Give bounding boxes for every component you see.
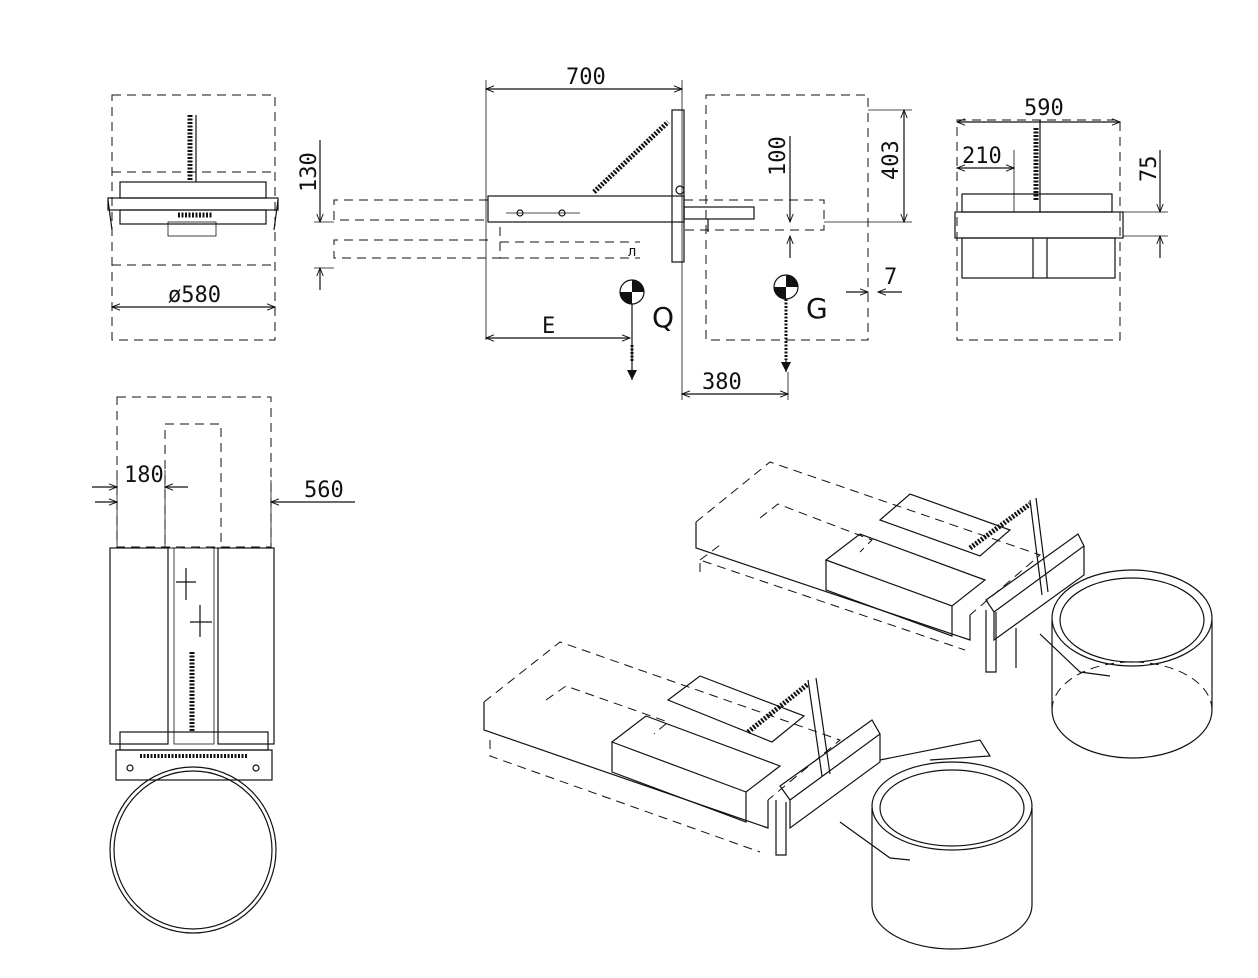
plan-view: 180 560	[92, 396, 355, 934]
front-view: ø580	[107, 94, 279, 341]
dim-e: E	[542, 314, 555, 339]
dim-590: 590	[1024, 96, 1064, 121]
dim-700: 700	[566, 65, 606, 90]
dim-210: 210	[962, 144, 1002, 169]
label-q: Q	[652, 301, 674, 334]
rear-view: 590 210 75	[954, 96, 1168, 341]
dim-580: ø580	[168, 283, 221, 308]
dim-403: 403	[879, 140, 904, 180]
isometric-view-1	[695, 461, 1213, 759]
side-view: л 700 130 100 403 7	[297, 65, 912, 400]
isometric-view-2	[483, 641, 1033, 950]
dim-130: 130	[297, 152, 322, 192]
dim-100: 100	[766, 136, 791, 176]
dim-75: 75	[1137, 156, 1162, 183]
dim-560: 560	[304, 478, 344, 503]
dim-7: 7	[884, 265, 897, 290]
svg-text:л: л	[628, 244, 636, 260]
label-g: G	[806, 292, 828, 325]
dim-180: 180	[124, 463, 164, 488]
dim-380: 380	[702, 370, 742, 395]
